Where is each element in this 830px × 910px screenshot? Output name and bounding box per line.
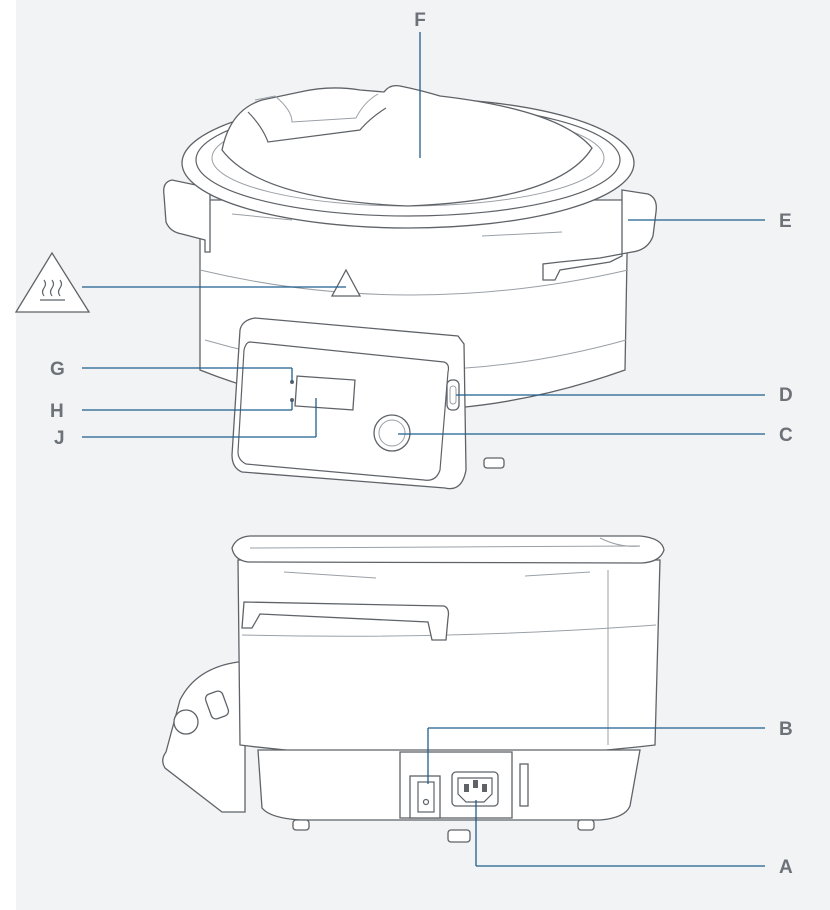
left-handle <box>163 179 211 253</box>
label-h: H <box>50 401 64 422</box>
lid <box>221 84 593 207</box>
label-d: D <box>779 385 793 406</box>
label-f: F <box>414 10 426 31</box>
right-handle <box>542 189 657 281</box>
power-switch <box>409 775 441 819</box>
label-g: G <box>50 359 65 380</box>
side-button-back <box>204 690 230 720</box>
foot <box>447 829 471 843</box>
label-j: J <box>54 428 65 449</box>
control-housing-back <box>162 661 246 813</box>
callout-labels: F E D C B A G H J <box>50 10 793 878</box>
label-c: C <box>779 425 793 446</box>
control-panel-face <box>237 341 450 481</box>
callout-lines <box>82 32 765 867</box>
label-b: B <box>779 719 793 740</box>
hot-surface-warning-icon <box>14 251 91 313</box>
cooker-back-view <box>162 535 665 843</box>
label-e: E <box>779 211 792 232</box>
display-screen <box>294 375 356 411</box>
power-socket <box>451 771 499 807</box>
back-handle <box>241 601 450 641</box>
warning-triangle-marker <box>330 268 362 297</box>
foot <box>483 457 505 469</box>
cooker-rim-back <box>231 535 665 564</box>
control-panel <box>231 317 467 490</box>
foot <box>577 819 595 831</box>
label-a: A <box>779 857 793 878</box>
foot <box>292 819 310 831</box>
